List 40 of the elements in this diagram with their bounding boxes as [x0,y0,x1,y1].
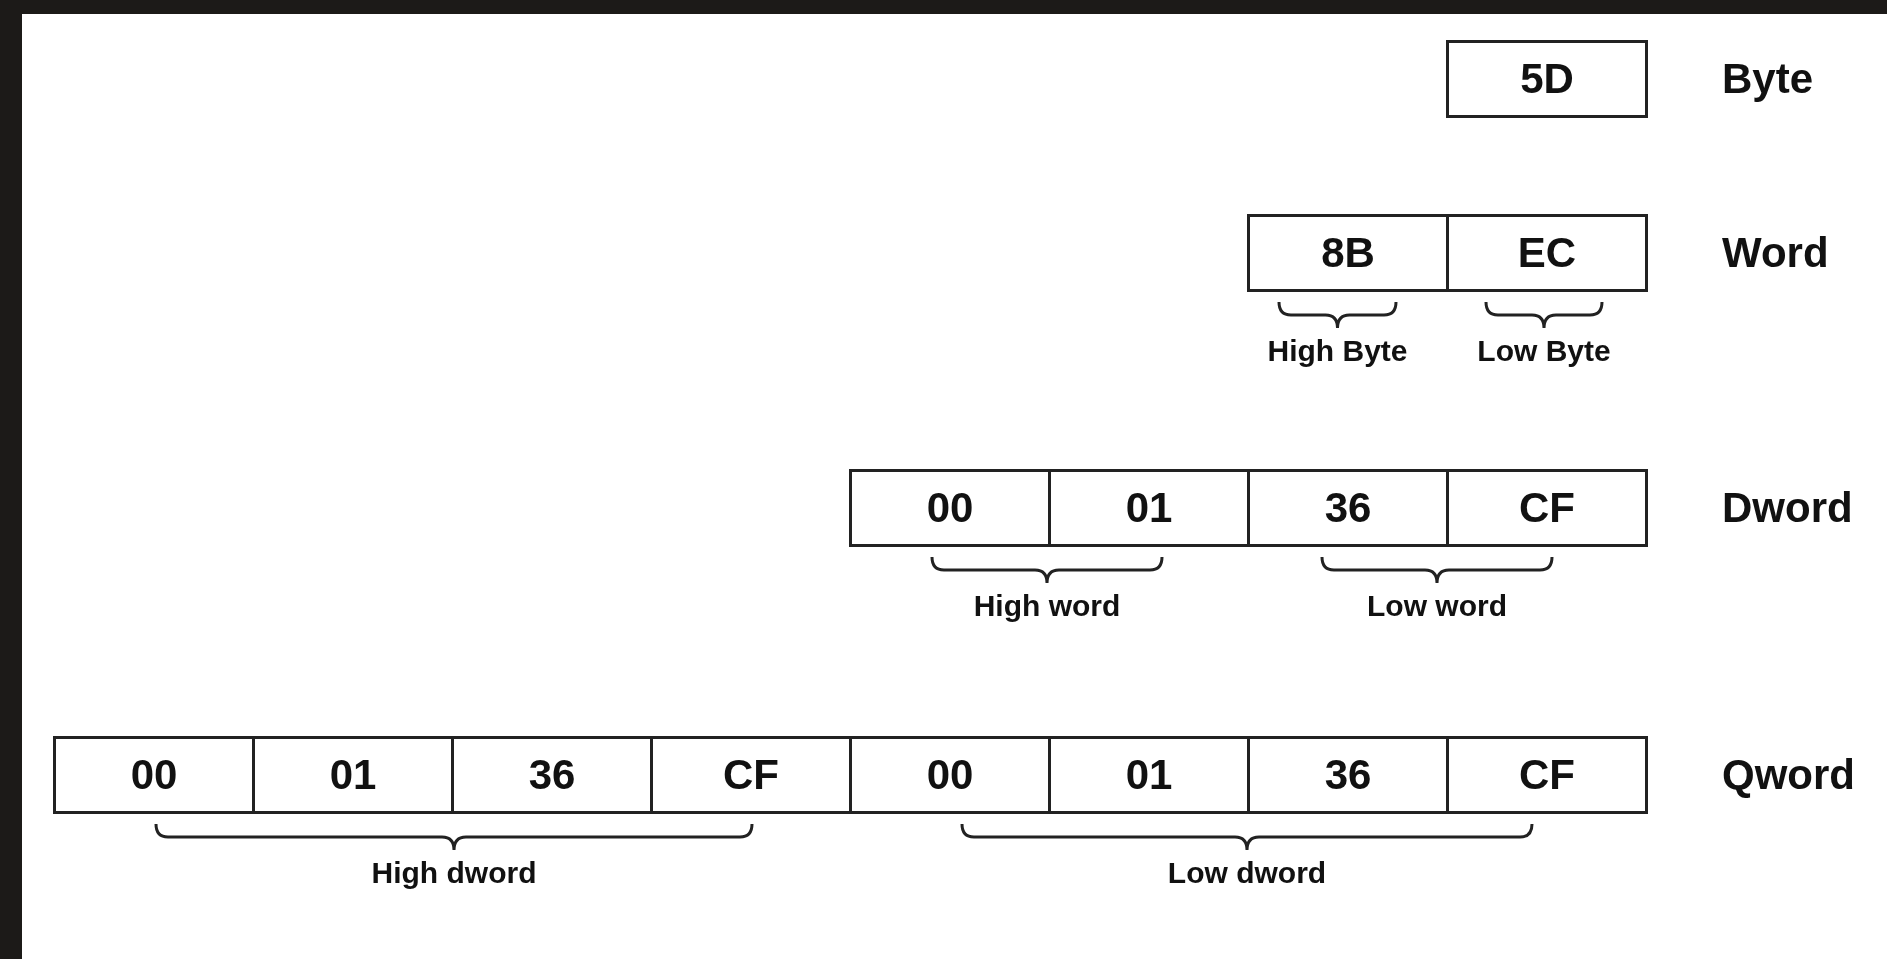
byte-cell [849,736,1051,814]
bracket-label: Low word [1367,589,1507,623]
byte-cell [1446,214,1648,292]
hex-value: CF [723,751,779,799]
byte-cell [1446,469,1648,547]
byte-cell [650,736,852,814]
hex-value: CF [1519,751,1575,799]
row-label: Byte [1722,55,1814,103]
byte-cell [1247,736,1449,814]
hex-value: 5D [1520,55,1574,103]
hex-value: 36 [1324,751,1372,799]
byte-cell [1048,469,1250,547]
row-label: Word [1722,229,1829,277]
hex-value: 00 [926,751,974,799]
byte-cell [1446,736,1648,814]
byte-cell [252,736,454,814]
bracket-label: High Byte [1267,334,1408,368]
byte-cell [1446,40,1648,118]
hex-value: 36 [1324,484,1372,532]
byte-cell [1048,736,1250,814]
hex-value: CF [1519,484,1575,532]
bracket-label: Low Byte [1477,334,1611,368]
hex-value: EC [1517,229,1577,277]
bracket-label: High word [973,589,1121,623]
row-label: Qword [1722,751,1855,799]
byte-cell [53,736,255,814]
hex-value: 01 [1125,484,1173,532]
bracket-label: High dword [371,856,537,890]
byte-cell [1247,469,1449,547]
hex-value: 01 [329,751,377,799]
hex-value: 00 [926,484,974,532]
byte-cell [849,469,1051,547]
hex-value: 01 [1125,751,1173,799]
bracket-label: Low dword [1167,856,1327,890]
row-label: Dword [1722,484,1853,532]
hex-value: 8B [1321,229,1375,277]
byte-cell [451,736,653,814]
hex-value: 00 [130,751,178,799]
hex-value: 36 [528,751,576,799]
byte-cell [1247,214,1449,292]
